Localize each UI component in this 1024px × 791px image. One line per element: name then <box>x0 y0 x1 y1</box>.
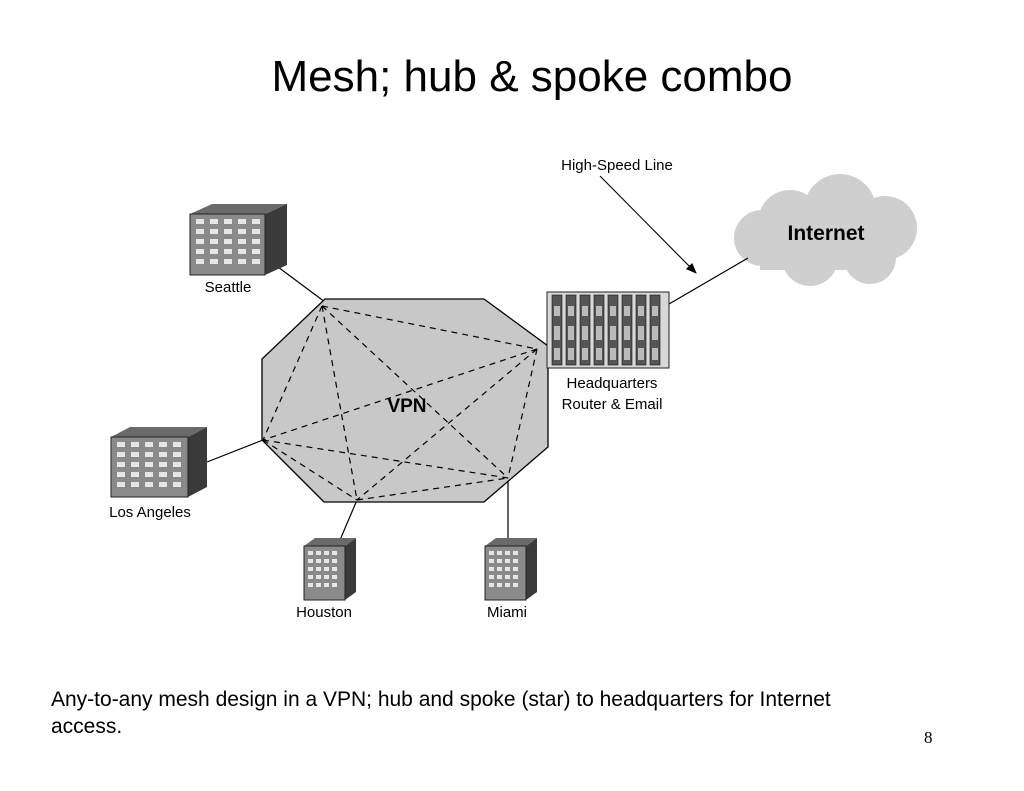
seattle-link <box>277 266 326 303</box>
seattle-label: Seattle <box>205 279 252 296</box>
mesh-links <box>262 305 538 501</box>
internet-cloud: Internet <box>734 174 917 286</box>
slide-caption: Any-to-any mesh design in a VPN; hub and… <box>51 688 831 738</box>
headquarters-label-line1: Headquarters <box>567 375 658 392</box>
los-angeles-building-icon <box>110 427 207 498</box>
page-number: 8 <box>924 728 933 747</box>
houston-label: Houston <box>296 604 352 621</box>
seattle-building-icon <box>189 204 287 276</box>
houston-link <box>339 499 358 541</box>
high-speed-line-label: High-Speed Line <box>561 157 673 174</box>
headquarters-label-line2: Router & Email <box>562 396 663 413</box>
slide-title: Mesh; hub & spoke combo <box>271 52 793 101</box>
internet-label: Internet <box>787 222 864 245</box>
miami-label: Miami <box>487 604 527 621</box>
internet-link <box>668 257 749 305</box>
los-angeles-link <box>206 439 264 463</box>
houston-building-icon <box>303 538 356 601</box>
miami-building-icon <box>484 538 537 601</box>
vpn-label: VPN <box>387 396 426 417</box>
headquarters-server-icon <box>546 291 670 369</box>
los-angeles-label: Los Angeles <box>109 504 191 521</box>
callout-arrow <box>599 175 697 274</box>
